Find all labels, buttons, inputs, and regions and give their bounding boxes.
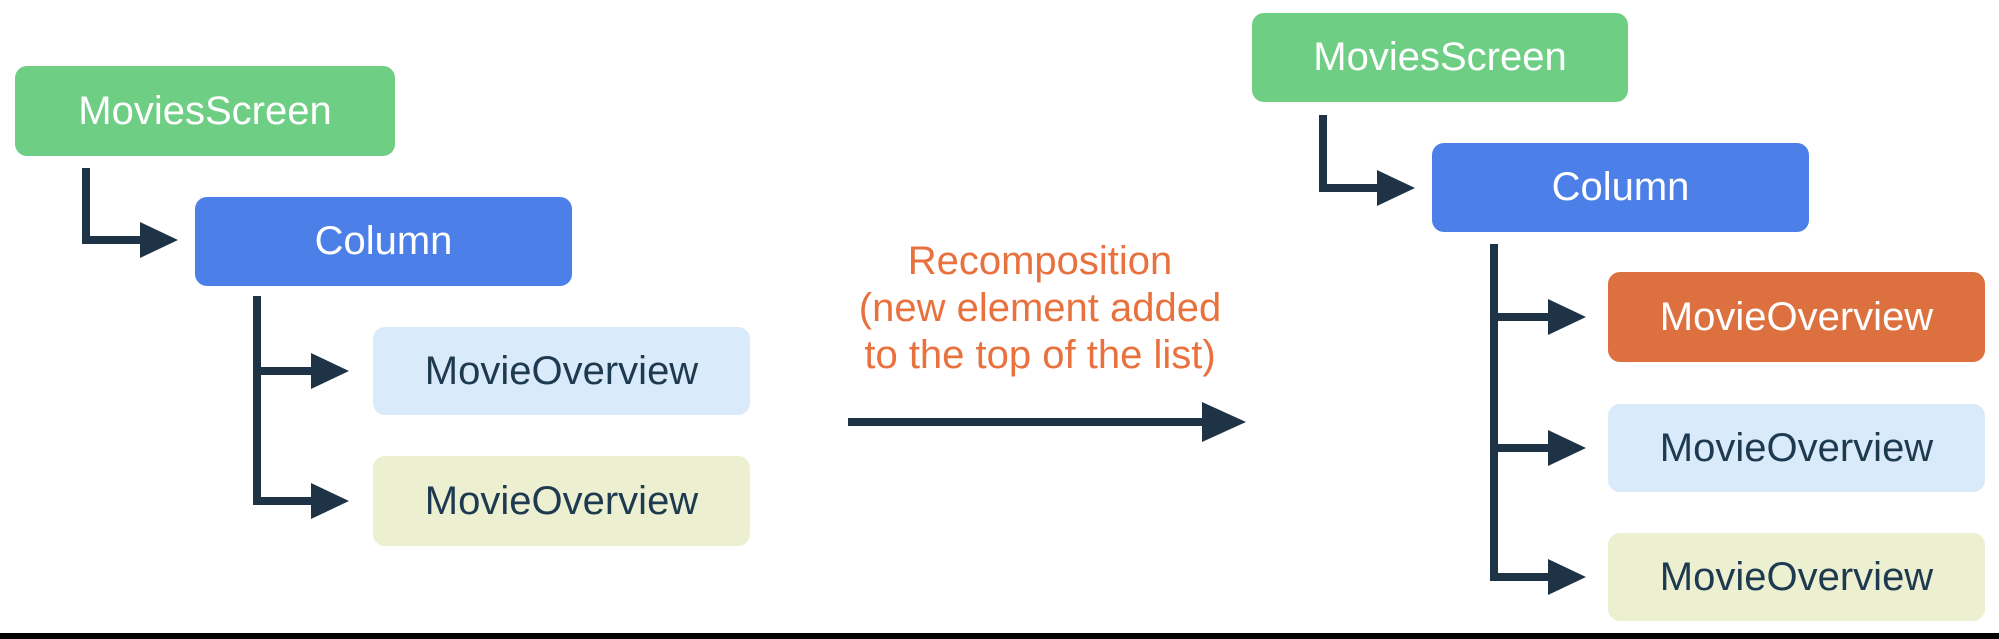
node-before-movieoverview-2: MovieOverview — [373, 456, 750, 546]
connector-line — [1490, 444, 1548, 452]
connector-line — [82, 236, 140, 244]
arrowhead-icon — [311, 353, 349, 389]
node-before-movieoverview-1: MovieOverview — [373, 327, 750, 415]
node-before-column: Column — [195, 197, 572, 286]
node-after-moviesscreen: MoviesScreen — [1252, 13, 1628, 102]
transition-arrow-line — [848, 418, 1202, 426]
arrowhead-icon — [1548, 559, 1586, 595]
caption-line: Recomposition — [907, 239, 1173, 283]
connector-line — [82, 168, 90, 244]
arrowhead-icon — [1548, 299, 1586, 335]
connector-line — [253, 497, 311, 505]
node-after-movieoverview-2: MovieOverview — [1608, 404, 1985, 492]
node-before-moviesscreen: MoviesScreen — [15, 66, 395, 156]
connector-line — [1319, 184, 1377, 192]
connector-line — [253, 367, 311, 375]
bottom-divider — [0, 633, 1999, 639]
caption-line: to the top of the list) — [864, 333, 1216, 377]
connector-line — [1490, 573, 1548, 581]
connector-line — [253, 296, 261, 505]
connector-line — [1490, 244, 1498, 581]
node-after-movieoverview-new: MovieOverview — [1608, 272, 1985, 362]
arrowhead-icon — [311, 483, 349, 519]
caption-line: (new element added — [858, 286, 1222, 330]
connector-line — [1319, 115, 1327, 192]
connector-line — [1490, 313, 1548, 321]
arrowhead-icon — [1202, 402, 1246, 442]
arrowhead-icon — [1377, 170, 1415, 206]
node-after-column: Column — [1432, 143, 1809, 232]
node-after-movieoverview-3: MovieOverview — [1608, 533, 1985, 621]
arrowhead-icon — [1548, 430, 1586, 466]
recomposition-caption: Recomposition (new element added to the … — [810, 238, 1270, 379]
arrowhead-icon — [140, 222, 178, 258]
